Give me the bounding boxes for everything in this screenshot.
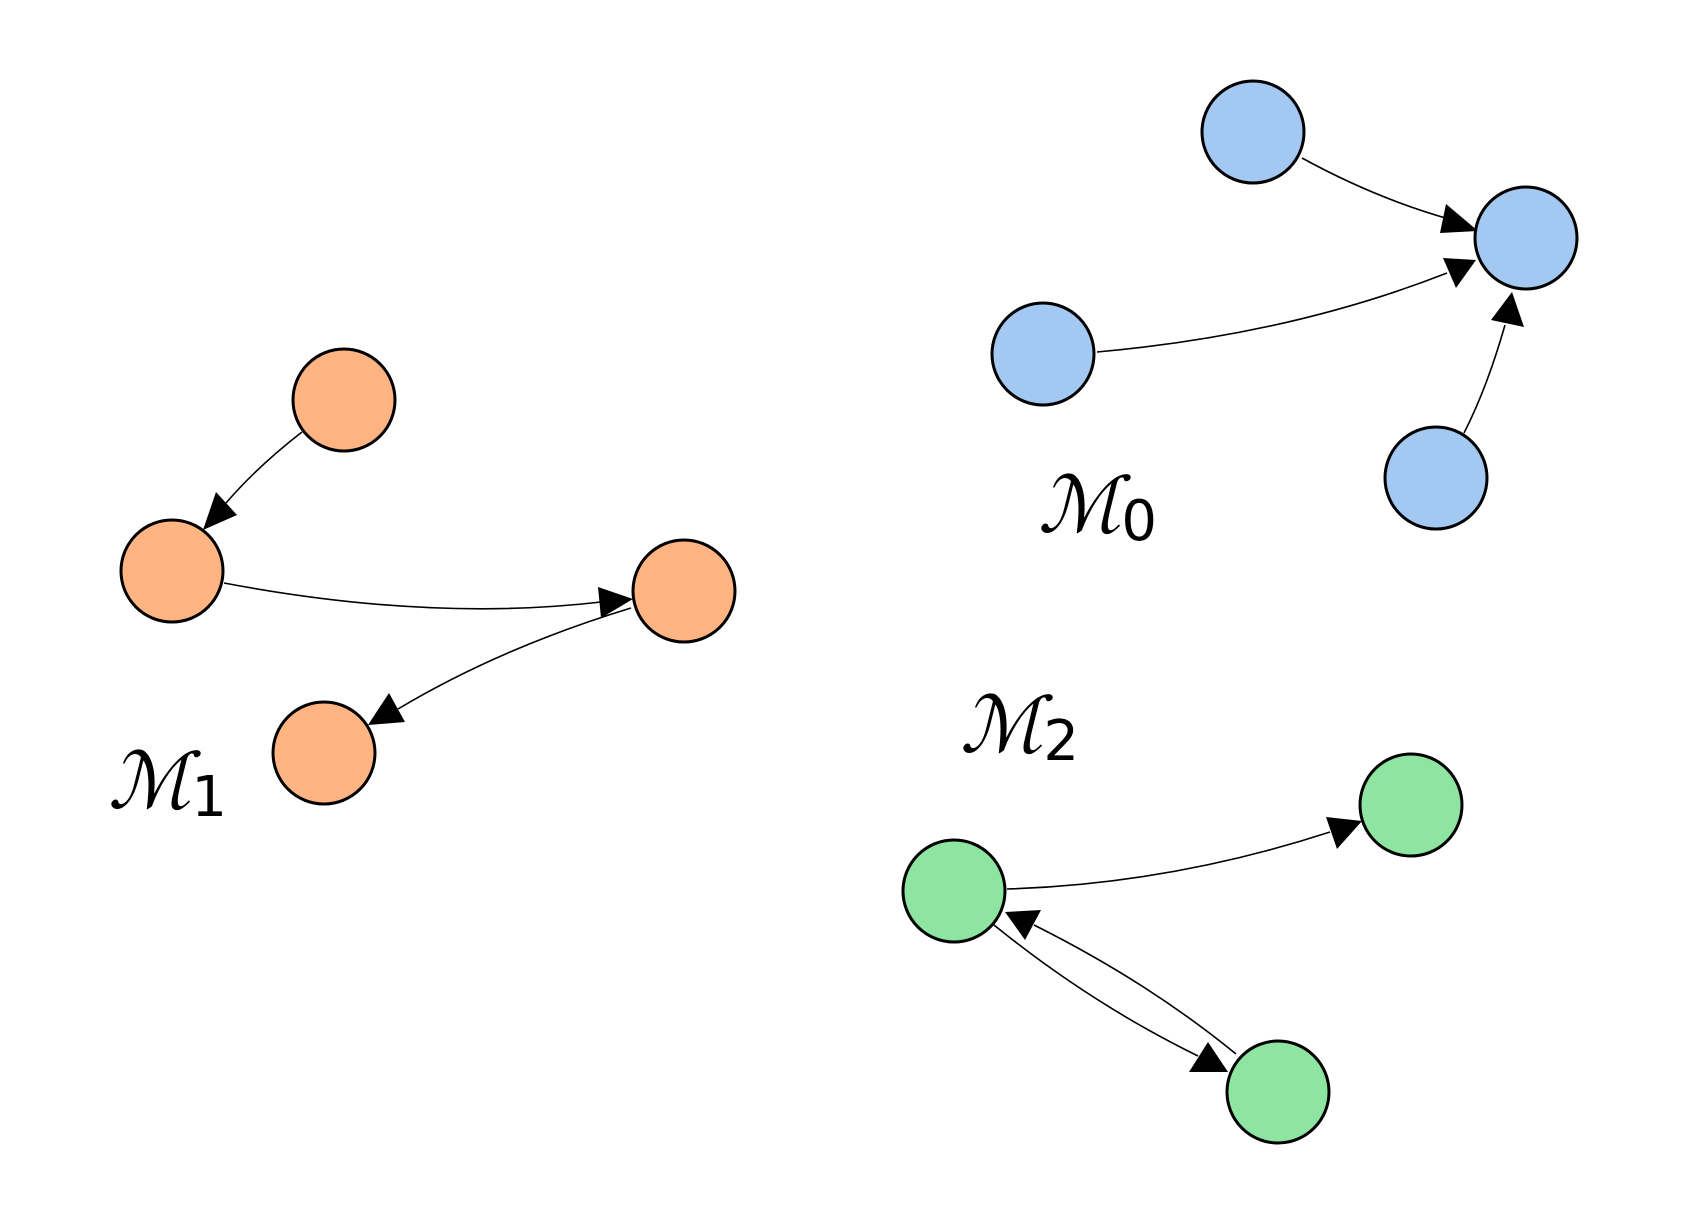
edge-g1-right-to-bottom bbox=[397, 607, 632, 710]
group-1: ℳ1 bbox=[108, 347, 737, 830]
edge-g2-left-to-topright bbox=[1006, 831, 1331, 890]
edge-g1-top-to-left bbox=[225, 431, 303, 504]
group-0-label-main: ℳ bbox=[1038, 461, 1132, 551]
edge-g1-left-to-right bbox=[223, 582, 602, 610]
edge-g2-bottom-to-left bbox=[1033, 924, 1237, 1055]
arrowhead-g1-top-to-left bbox=[203, 492, 237, 530]
arrowhead-g1-right-to-bottom bbox=[368, 693, 405, 725]
node-g1-bottom bbox=[271, 700, 377, 806]
edge-g2-left-to-bottom bbox=[993, 924, 1199, 1057]
arrowhead-g2-left-to-bottom bbox=[1189, 1042, 1228, 1072]
node-g1-left bbox=[119, 518, 225, 624]
node-g2-left bbox=[901, 838, 1007, 944]
group-2-label: ℳ2 bbox=[960, 681, 1079, 774]
group-0-label: ℳ0 bbox=[1038, 461, 1157, 554]
arrowhead-g0-bottom-to-hub bbox=[1491, 292, 1524, 327]
node-g0-bottom bbox=[1383, 425, 1489, 531]
node-g0-top bbox=[1200, 79, 1306, 185]
edge-g0-bottom-to-hub bbox=[1463, 324, 1506, 434]
arrowhead-g0-top-to-hub bbox=[1440, 204, 1478, 233]
edge-g0-left-to-hub bbox=[1096, 272, 1448, 353]
group-2-label-main: ℳ bbox=[960, 681, 1054, 771]
node-g1-right bbox=[631, 538, 737, 644]
arrowhead-g2-bottom-to-left bbox=[1005, 910, 1041, 940]
edge-g0-top-to-hub bbox=[1301, 157, 1450, 220]
node-g0-hub bbox=[1473, 185, 1579, 291]
node-g2-bottom bbox=[1225, 1039, 1331, 1145]
group-1-label-sub: 1 bbox=[191, 765, 227, 830]
arrowhead-g0-left-to-hub bbox=[1443, 258, 1476, 288]
group-0-label-sub: 0 bbox=[1121, 489, 1157, 554]
arrowhead-g1-left-to-right bbox=[598, 587, 633, 618]
group-2: ℳ2 bbox=[901, 681, 1464, 1145]
group-1-label: ℳ1 bbox=[108, 737, 227, 830]
node-g2-topright bbox=[1358, 752, 1464, 858]
arrowhead-g2-left-to-topright bbox=[1326, 817, 1362, 849]
node-g0-left bbox=[990, 301, 1096, 407]
node-g1-top bbox=[291, 347, 397, 453]
group-0: ℳ0 bbox=[990, 79, 1579, 554]
group-2-label-sub: 2 bbox=[1043, 709, 1079, 774]
group-1-label-main: ℳ bbox=[108, 737, 202, 827]
